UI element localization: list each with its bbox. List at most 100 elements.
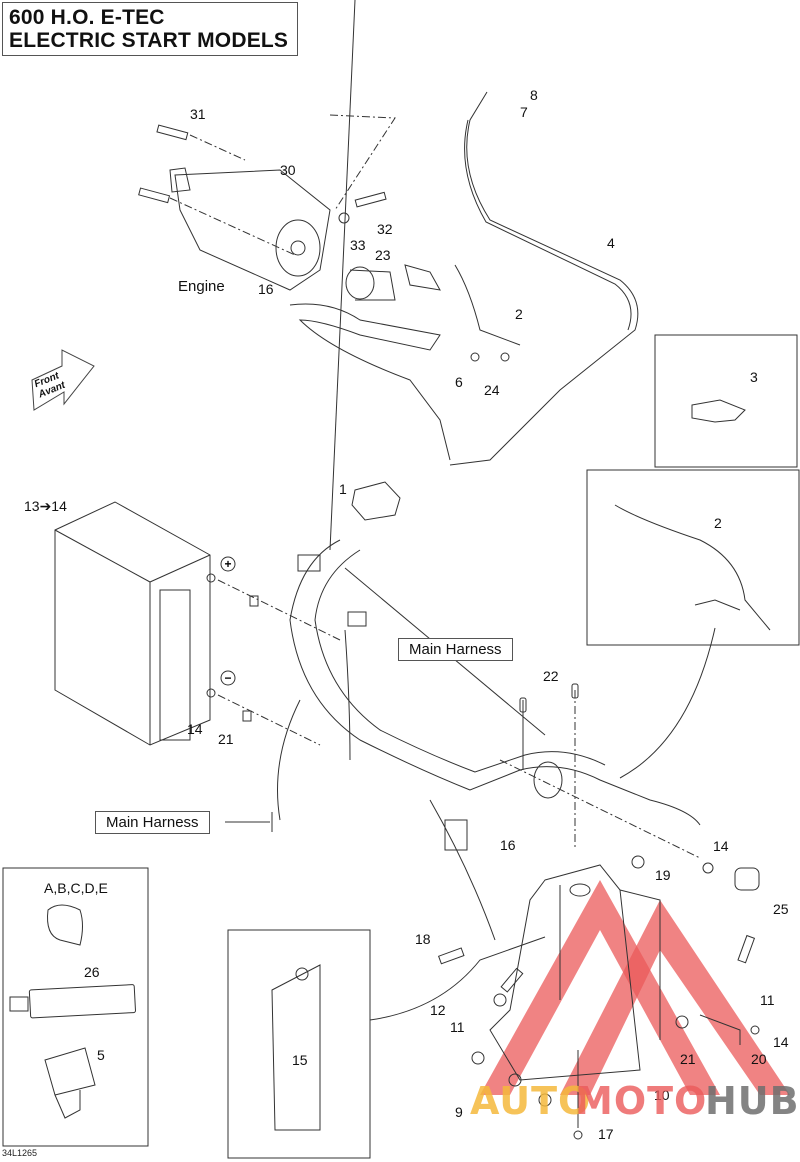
callout-26: 26 — [84, 964, 100, 980]
nut-19 — [631, 855, 645, 869]
callout-14-bracket: 14 — [773, 1034, 789, 1050]
negative-terminal-icon — [220, 670, 236, 686]
callout-32: 32 — [377, 221, 393, 237]
engine-label: Engine — [178, 278, 225, 295]
watermark-triangle-outer — [480, 880, 720, 1095]
bolt-31 — [138, 124, 189, 204]
battery-kit-label: 13➔14 — [24, 498, 67, 514]
watermark-moto: MOTO — [575, 1079, 708, 1123]
callout-19: 19 — [655, 867, 671, 883]
solenoid-16-lower — [533, 761, 563, 799]
accessory-inset-box — [2, 867, 149, 1147]
cap-25 — [734, 867, 760, 891]
callout-23: 23 — [375, 247, 391, 263]
grommet-9b — [508, 1073, 522, 1087]
connector-a — [297, 554, 321, 572]
callout-2-inset: 2 — [714, 515, 722, 531]
watermark-hub: HUB — [705, 1079, 800, 1123]
callout-8: 8 — [530, 87, 538, 103]
cable-inset-box — [586, 469, 800, 646]
bolt-18 — [437, 947, 465, 965]
callout-12: 12 — [430, 1002, 446, 1018]
cable-2-engine — [454, 264, 521, 346]
callout-15: 15 — [292, 1052, 308, 1068]
nut-14c — [750, 1025, 760, 1035]
title-line-2: ELECTRIC START MODELS — [9, 29, 289, 52]
connector-b — [347, 611, 367, 627]
callout-4: 4 — [607, 235, 615, 251]
clip-abcde — [47, 904, 83, 946]
nut-21 — [242, 710, 252, 722]
callout-11-left: 11 — [450, 1019, 465, 1035]
watermark-auto: AUTO — [470, 1079, 592, 1123]
watermark-triangle-inner — [560, 900, 790, 1095]
engine-harness — [289, 303, 451, 461]
battery-bracket — [489, 864, 661, 1081]
title-line-1: 600 H.O. E-TEC — [9, 6, 165, 29]
tube-cap — [9, 996, 29, 1012]
callout-21-battery: 21 — [218, 731, 234, 747]
relay-1 — [351, 481, 401, 521]
callout-17: 17 — [598, 1126, 614, 1142]
washer-12 — [493, 993, 507, 1007]
nut-6 — [470, 352, 480, 362]
nut-left-1 — [249, 595, 259, 607]
callout-24: 24 — [484, 382, 500, 398]
connector-c — [444, 819, 468, 851]
main-harness-label-2: Main Harness — [95, 811, 210, 834]
bolt-11 — [500, 967, 524, 993]
fuse-3 — [691, 399, 746, 423]
callout-11-right: 11 — [760, 992, 775, 1008]
diagram-title-box: 600 H.O. E-TEC ELECTRIC START MODELS — [2, 2, 298, 56]
nut-14 — [702, 862, 714, 874]
main-harness-label-1: Main Harness — [398, 638, 513, 661]
callout-20: 20 — [751, 1051, 767, 1067]
callout-22: 22 — [543, 668, 559, 684]
grommet-9a — [471, 1051, 485, 1065]
callout-9: 9 — [455, 1104, 463, 1120]
grommet-9c — [538, 1093, 552, 1107]
positive-terminal-icon — [220, 556, 236, 572]
sealant-tube-26 — [28, 984, 136, 1019]
nut-24 — [500, 352, 510, 362]
bracket-15 — [271, 964, 321, 1131]
callout-33: 33 — [350, 237, 366, 253]
callout-10: 10 — [654, 1087, 670, 1103]
bracket-inset-box — [227, 929, 371, 1159]
bolt-32 — [354, 191, 387, 208]
drawing-number: 34L1265 — [2, 1148, 38, 1158]
minus-sign-icon: − — [224, 671, 231, 685]
callout-1: 1 — [339, 481, 347, 497]
main-harness — [289, 539, 701, 826]
callout-31: 31 — [190, 106, 206, 122]
callout-6: 6 — [455, 374, 463, 390]
clip-variants-label: A,B,C,D,E — [44, 880, 108, 896]
watermark-logo — [480, 880, 790, 1095]
plus-sign-icon: + — [224, 557, 231, 571]
cap-22a — [519, 697, 527, 713]
front-arrow-icon — [31, 349, 95, 411]
callout-21-bracket: 21 — [680, 1051, 696, 1067]
cap-22b — [571, 683, 579, 699]
callout-7: 7 — [520, 104, 528, 120]
callout-14-cap: 14 — [713, 838, 729, 854]
boot-23 — [404, 264, 441, 291]
callout-5: 5 — [97, 1047, 105, 1063]
callout-18: 18 — [415, 931, 431, 947]
callout-2: 2 — [515, 306, 523, 322]
starter-motor — [169, 167, 331, 291]
solenoid-16 — [345, 266, 396, 301]
callout-30: 30 — [280, 162, 296, 178]
fuse-inset-box — [654, 334, 798, 468]
callout-16-top: 16 — [258, 281, 274, 297]
bolt-11b — [737, 934, 756, 964]
callout-3: 3 — [750, 369, 758, 385]
callout-14-battery: 14 — [187, 721, 203, 737]
callout-16-bottom: 16 — [500, 837, 516, 853]
cable-4 — [449, 91, 639, 466]
cable-2-inset — [614, 504, 771, 631]
callout-25: 25 — [773, 901, 789, 917]
screw-17 — [573, 1130, 583, 1140]
washer-21 — [675, 1015, 689, 1029]
battery-13-14 — [54, 501, 211, 746]
